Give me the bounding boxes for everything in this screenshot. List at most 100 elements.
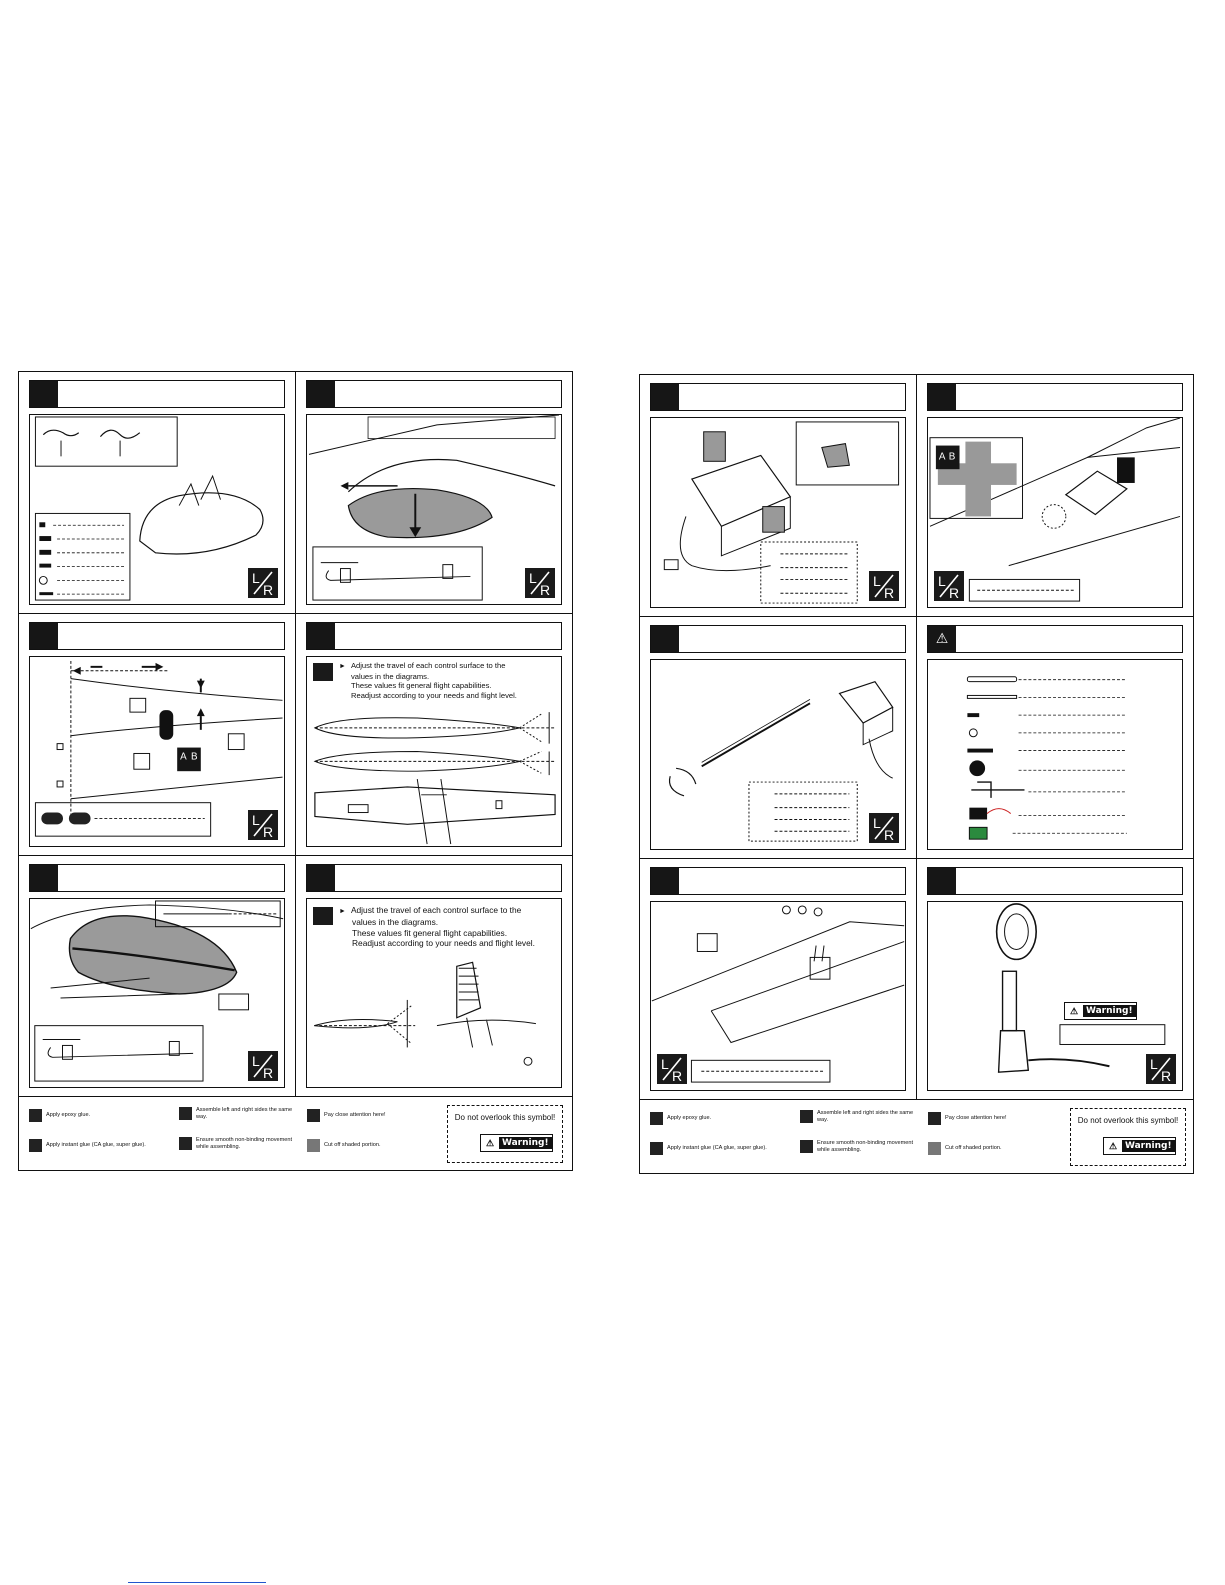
svg-text:A: A bbox=[180, 751, 187, 762]
step-header: ⚠ bbox=[927, 625, 1183, 653]
svg-text:L: L bbox=[873, 573, 881, 589]
step-control-travel-wing: ►Adjust the travel of each control surfa… bbox=[296, 614, 572, 856]
pointing-hand-icon bbox=[307, 1109, 320, 1122]
wing-top-diagram bbox=[651, 905, 905, 1083]
aileron-travel-diagram bbox=[313, 712, 556, 845]
step-header bbox=[29, 380, 285, 408]
step-header bbox=[650, 383, 906, 411]
step-number-badge bbox=[307, 865, 335, 891]
warning-badge: ⚠Warning! bbox=[480, 1134, 553, 1152]
step-diagram: ►Adjust the travel of each control surfa… bbox=[306, 898, 562, 1088]
svg-text:R: R bbox=[263, 1065, 273, 1081]
left-right-assembly-icon bbox=[800, 1110, 813, 1123]
step-header bbox=[650, 867, 906, 895]
svg-text:R: R bbox=[884, 585, 894, 601]
warning-triangle-icon: ⚠ bbox=[928, 626, 956, 652]
legend-instant: Apply instant glue (CA glue, super glue)… bbox=[650, 1142, 767, 1155]
cut-shaded-icon bbox=[928, 1142, 941, 1155]
step-number-badge bbox=[30, 865, 58, 891]
legend-smooth: Ensure smooth non-binding movement while… bbox=[179, 1137, 299, 1150]
legend-cut: Cut off shaded portion. bbox=[307, 1139, 381, 1152]
wing-servo-diagram: A B bbox=[34, 660, 283, 837]
legend-assemble-lr: Assemble left and right sides the same w… bbox=[800, 1110, 920, 1123]
pushrod-diagram bbox=[668, 680, 894, 842]
step-header bbox=[306, 622, 562, 650]
smooth-movement-icon bbox=[179, 1137, 192, 1150]
legend-attention: Pay close attention here! bbox=[928, 1112, 1007, 1125]
svg-text:L: L bbox=[661, 1056, 669, 1072]
step-number-badge bbox=[307, 381, 335, 407]
instant-glue-icon bbox=[650, 1142, 663, 1155]
footer-link-underline[interactable] bbox=[128, 1582, 266, 1583]
svg-text:R: R bbox=[263, 582, 273, 598]
step-header bbox=[29, 622, 285, 650]
svg-text:B: B bbox=[191, 751, 198, 762]
step-parts-warning: ⚠ bbox=[917, 617, 1193, 859]
fairing-install-diagram bbox=[308, 415, 560, 601]
control-travel-note: ►Adjust the travel of each control surfa… bbox=[339, 661, 517, 700]
warning-badge: ⚠Warning! bbox=[1064, 1002, 1137, 1020]
legend-instant: Apply instant glue (CA glue, super glue)… bbox=[29, 1139, 146, 1152]
landing-gear-diagram bbox=[995, 903, 1166, 1073]
epoxy-glue-icon bbox=[29, 1109, 42, 1122]
fairing-shaded-diagram bbox=[30, 900, 284, 1082]
step-header bbox=[306, 380, 562, 408]
step-number-badge bbox=[30, 381, 58, 407]
legend-attention: Pay close attention here! bbox=[307, 1109, 386, 1122]
svg-text:R: R bbox=[540, 582, 550, 598]
step-header bbox=[927, 867, 1183, 895]
servo-mount-diagram bbox=[663, 421, 900, 604]
svg-text:B: B bbox=[949, 451, 956, 462]
svg-text:L: L bbox=[252, 1053, 260, 1069]
step-number-badge bbox=[928, 384, 956, 410]
legend-epoxy: Apply epoxy glue. bbox=[29, 1109, 90, 1122]
warning-triangle-icon: ⚠ bbox=[1108, 1140, 1118, 1151]
gear-fairing-diagram bbox=[34, 416, 264, 601]
control-travel-note: ►Adjust the travel of each control surfa… bbox=[339, 905, 535, 949]
symbol-legend: Apply epoxy glue. Apply instant glue (CA… bbox=[19, 1096, 572, 1170]
svg-text:L: L bbox=[938, 573, 946, 589]
symbol-legend: Apply epoxy glue. Apply instant glue (CA… bbox=[640, 1099, 1193, 1173]
step-number-badge bbox=[30, 623, 58, 649]
legend-epoxy: Apply epoxy glue. bbox=[650, 1112, 711, 1125]
step-number-badge bbox=[928, 868, 956, 894]
step-diagram: ►Adjust the travel of each control surfa… bbox=[306, 656, 562, 847]
pointing-hand-icon bbox=[313, 663, 333, 681]
svg-text:R: R bbox=[672, 1068, 682, 1084]
legend-assemble-lr: Assemble left and right sides the same w… bbox=[179, 1107, 299, 1120]
step-header bbox=[927, 383, 1183, 411]
pointing-hand-icon bbox=[928, 1112, 941, 1125]
svg-text:L: L bbox=[529, 570, 537, 586]
step-control-travel-tail: ►Adjust the travel of each control surfa… bbox=[296, 856, 572, 1096]
step-header bbox=[650, 625, 906, 653]
svg-text:L: L bbox=[252, 812, 260, 828]
warning-badge: ⚠Warning! bbox=[1103, 1137, 1176, 1155]
legend-cut: Cut off shaded portion. bbox=[928, 1142, 1002, 1155]
servo-in-wing-diagram: A B bbox=[929, 418, 1181, 602]
pointing-hand-icon bbox=[313, 907, 333, 925]
do-not-overlook-box: Do not overlook this symbol! ⚠Warning! bbox=[1070, 1108, 1186, 1166]
smooth-movement-icon bbox=[800, 1140, 813, 1153]
